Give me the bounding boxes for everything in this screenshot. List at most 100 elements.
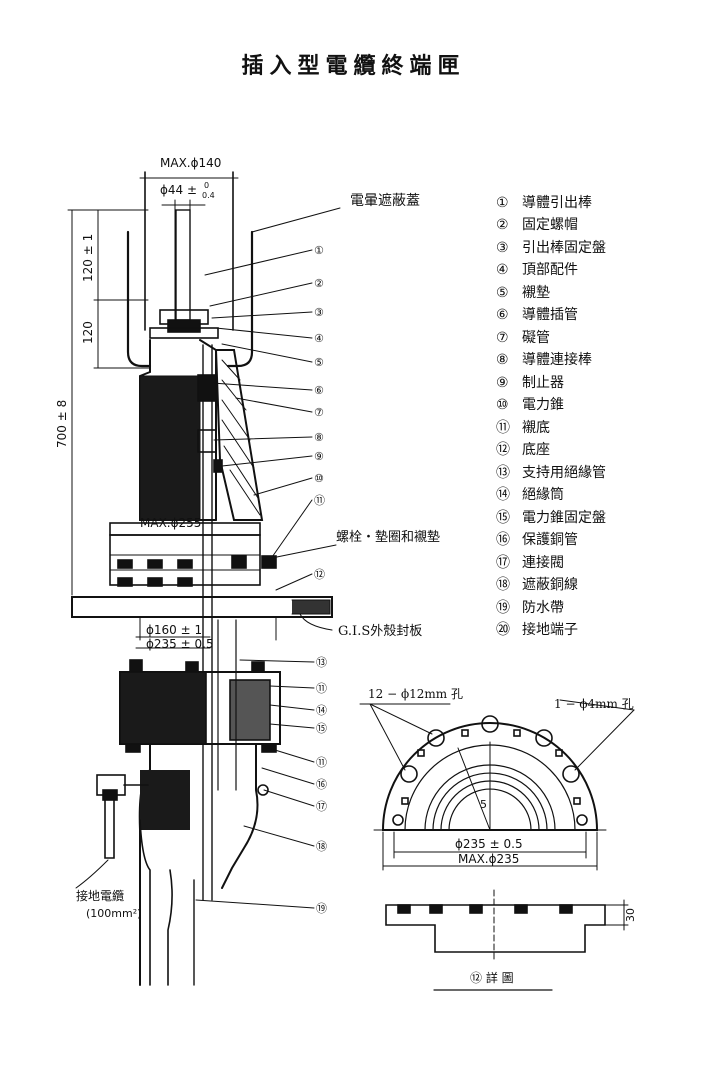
- detail-angle: 5: [480, 798, 487, 811]
- legend-num: ③: [496, 240, 509, 256]
- legend-label: 固定螺帽: [522, 217, 578, 233]
- legend-num: ①: [496, 195, 509, 211]
- detail-max-235: MAX.ϕ235: [458, 852, 519, 866]
- gis-plate: [71, 596, 333, 649]
- legend-num: ⑲: [496, 600, 510, 616]
- legend-num: ⑥: [496, 307, 509, 323]
- legend-num: ⑬: [496, 465, 510, 481]
- legend-label: 接地端子: [522, 621, 578, 638]
- leader-number: ⑩: [314, 472, 324, 485]
- legend-num: ⑭: [496, 487, 510, 503]
- dim-phi160: ϕ160 ± 1: [146, 623, 202, 637]
- legend-label: 導體插管: [522, 307, 578, 323]
- leader-number: ⑪: [314, 494, 325, 507]
- legend-num: ⑦: [496, 330, 509, 346]
- page-title: 插入型電纜終端匣: [241, 53, 466, 79]
- leader-number: ⑰: [316, 800, 327, 813]
- conductor-connector: [197, 344, 223, 901]
- legend-num: ⑳: [496, 622, 510, 638]
- leader-number: ⑪: [316, 756, 327, 769]
- legend-num: ⑩: [496, 397, 509, 413]
- legend-label: 保護銅管: [522, 532, 578, 548]
- legend-label: 底座: [522, 442, 550, 458]
- legend-num: ⑫: [496, 442, 510, 458]
- legend-num: ⑮: [496, 510, 510, 526]
- legend-num: ⑰: [496, 555, 510, 571]
- conductor-lead-rod: [149, 209, 219, 339]
- cable-lower: [138, 743, 269, 986]
- dim-phi44: ϕ44 ±: [160, 183, 197, 197]
- detail-flange-section: [385, 889, 629, 991]
- detail-flange-semicircle: [359, 699, 635, 871]
- leader-number: ⑯: [316, 778, 327, 791]
- detail-label: ⑫ 詳 圖: [470, 970, 514, 985]
- corona-shield-cover: [126, 230, 254, 368]
- power-cone: [214, 349, 264, 521]
- leader-number: ④: [314, 332, 324, 345]
- detail-phi235: ϕ235 ± 0.5: [455, 837, 523, 851]
- legend-label: 頂部配件: [522, 262, 578, 278]
- legend-num: ⑯: [496, 532, 510, 548]
- legend-label: 導體引出棒: [522, 195, 592, 211]
- callout-gis-plate: G.I.S外殼封板: [338, 624, 422, 639]
- legend-num: ⑪: [496, 420, 510, 436]
- legend-label: 襯墊: [522, 284, 550, 301]
- dim-120: 120: [81, 321, 95, 344]
- detail-dim-30: 30: [624, 908, 637, 922]
- dim-phi235: ϕ235 ± 0.5: [146, 637, 214, 651]
- dim-phi44-tol-lower: 0.4: [202, 191, 215, 200]
- callout-ground-wire-size: (100mm²): [86, 907, 141, 920]
- legend-label: 遮蔽銅線: [522, 577, 578, 593]
- leader-number: ⑧: [314, 431, 324, 444]
- dim-max-140: MAX.ϕ140: [160, 156, 221, 170]
- leader-number: ⑨: [314, 450, 324, 463]
- leader-number: ⑪: [316, 682, 327, 695]
- leader-number: ⑭: [316, 704, 327, 717]
- legend-label: 引出棒固定盤: [522, 240, 606, 256]
- leader-number-labels: ① ② ③ ④ ⑤ ⑥ ⑦ ⑧ ⑨ ⑩ ⑪ ⑫ ⑬ ⑪ ⑭ ⑮ ⑪ ⑯ ⑰ ⑱ …: [314, 244, 327, 915]
- callout-ground-wire: 接地電纜: [76, 888, 124, 903]
- legend-num: ⑱: [496, 577, 510, 593]
- callout-bolt-washer: 螺栓・墊圈和襯墊: [336, 529, 440, 545]
- legend-label: 防水帶: [522, 600, 564, 616]
- legend-label: 襯底: [522, 419, 550, 436]
- legend-list: ① 導體引出棒 ② 固定螺帽 ③ 引出棒固定盤 ④ 頂部配件 ⑤ 襯墊 ⑥ 導體…: [496, 195, 606, 638]
- legend-label: 電力錐: [522, 397, 564, 413]
- callout-shield-cover: 電暈遮蔽蓋: [350, 193, 420, 209]
- leader-number: ①: [314, 244, 324, 257]
- leader-number: ②: [314, 277, 324, 290]
- leader-number: ③: [314, 306, 324, 319]
- legend-num: ⑨: [496, 375, 509, 391]
- legend-label: 電力錐固定盤: [522, 510, 606, 526]
- leader-number: ⑬: [316, 656, 327, 669]
- base-housing: [119, 619, 281, 791]
- legend-num: ⑧: [496, 352, 509, 368]
- left-dimension-lines: [67, 209, 151, 596]
- legend-num: ⑤: [496, 285, 509, 301]
- detail-holes-12: 12 − ϕ12mm 孔: [368, 687, 463, 701]
- leader-lines: [75, 207, 341, 909]
- dim-120-1: 120 ± 1: [81, 234, 95, 282]
- leader-number: ⑲: [316, 902, 327, 915]
- detail-holes-1: 1 − ϕ4mm 孔: [554, 697, 634, 711]
- legend-num: ④: [496, 262, 509, 278]
- legend-label: 連接閥: [522, 554, 564, 571]
- legend-label: 絕緣筒: [522, 486, 564, 503]
- dim-phi44-tol-upper: 0: [204, 181, 209, 190]
- legend-label: 礙管: [522, 330, 550, 346]
- leader-number: ⑥: [314, 384, 324, 397]
- legend-label: 制止器: [522, 375, 564, 391]
- dim-700: 700 ± 8: [55, 400, 69, 448]
- legend-label: 導體連接棒: [522, 351, 592, 368]
- leader-number: ⑱: [316, 840, 327, 853]
- leader-number: ⑫: [314, 568, 325, 581]
- leader-number: ⑤: [314, 356, 324, 369]
- leader-number: ⑮: [316, 722, 327, 735]
- ground-terminal: [96, 774, 149, 859]
- dim-max-255: MAX.ϕ255: [140, 516, 201, 530]
- legend-num: ②: [496, 217, 509, 233]
- upper-flange: [109, 522, 277, 587]
- legend-label: 支持用絕緣管: [522, 465, 606, 481]
- leader-number: ⑦: [314, 406, 324, 419]
